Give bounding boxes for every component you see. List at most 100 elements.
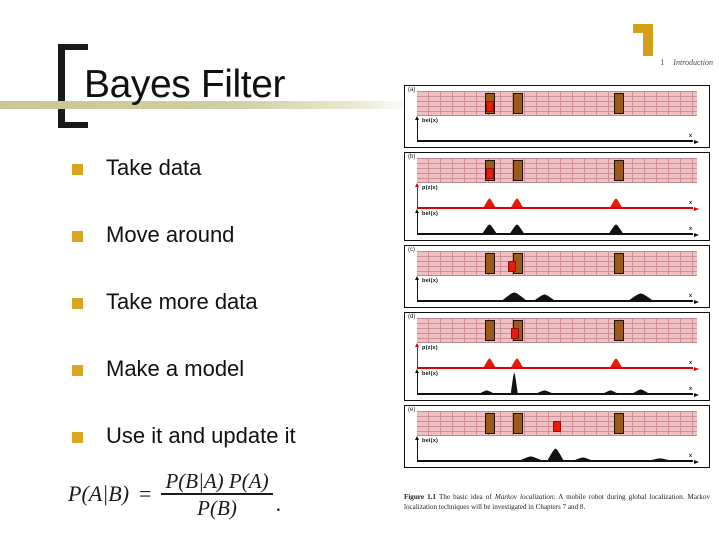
list-item-label: Make a model xyxy=(106,356,245,381)
x-axis-label: x xyxy=(688,386,692,392)
corridor-wall xyxy=(417,158,697,183)
list-item-label: Take more data xyxy=(106,289,258,314)
formula-denominator: P(B) xyxy=(197,495,237,520)
door xyxy=(613,320,624,341)
panel-label: (d) xyxy=(408,314,416,320)
y-axis-line xyxy=(417,439,419,462)
figure-panel: (c)bel(x)x xyxy=(404,245,710,308)
distribution-peak xyxy=(536,390,553,394)
distribution-peak xyxy=(502,292,527,301)
x-axis-line xyxy=(417,367,693,369)
list-item: Take data xyxy=(72,155,402,222)
distribution-peak xyxy=(650,458,670,461)
plot-curve xyxy=(418,186,693,208)
door xyxy=(484,320,495,341)
figure-panel: (d) p(z|x) x bel(x) x xyxy=(404,312,710,401)
plot-label: bel(x) xyxy=(422,118,439,124)
plot-label: p(z|x) xyxy=(422,345,438,351)
panel-label: (b) xyxy=(408,154,416,160)
book-chapter-number: 1 xyxy=(660,58,665,67)
x-axis-arrow-icon xyxy=(694,300,699,304)
corridor-wall xyxy=(417,251,697,276)
plot-axis: p(z|x) x xyxy=(415,343,699,371)
x-axis-arrow-icon xyxy=(694,140,699,144)
square-bullet-icon xyxy=(72,432,83,443)
distribution-peak xyxy=(511,198,523,208)
list-item: Take more data xyxy=(72,289,402,356)
plot-axis: bel(x) x xyxy=(415,369,699,397)
y-axis-arrow-icon xyxy=(415,209,419,213)
x-axis-arrow-icon xyxy=(694,460,699,464)
corridor-wall xyxy=(417,411,697,436)
x-axis-line xyxy=(417,207,693,209)
x-axis-label: x xyxy=(688,133,692,139)
plot-curve xyxy=(418,372,693,394)
distribution-peak xyxy=(511,358,523,368)
door xyxy=(613,253,624,274)
y-axis-line xyxy=(417,212,419,235)
page-title: Bayes Filter xyxy=(84,63,286,106)
plot-label: bel(x) xyxy=(422,438,439,444)
figure-caption-label: Figure 1.1 xyxy=(404,493,436,501)
door xyxy=(484,253,495,274)
y-axis-arrow-icon xyxy=(415,436,419,440)
list-item: Use it and update it xyxy=(72,423,402,490)
y-axis-line xyxy=(417,372,419,395)
distribution-peak xyxy=(610,198,622,208)
x-axis-line xyxy=(417,460,693,462)
distribution-peak xyxy=(482,224,497,234)
robot xyxy=(485,101,494,112)
door xyxy=(484,413,495,434)
title-divider-rule xyxy=(0,101,412,109)
distribution-peak xyxy=(609,224,623,234)
x-axis-arrow-icon xyxy=(694,207,699,211)
x-axis-label: x xyxy=(688,293,692,299)
square-bullet-icon xyxy=(72,164,83,175)
figure-caption-rest: : A mobile robot during global localizat… xyxy=(404,493,710,511)
y-axis-arrow-icon xyxy=(415,183,419,187)
formula-numerator: P(B|A) P(A) xyxy=(165,469,269,493)
robot xyxy=(511,328,519,339)
plot-axis: bel(x)x xyxy=(415,209,699,237)
square-bullet-icon xyxy=(72,231,83,242)
distribution-peak xyxy=(483,198,496,208)
plot-axis: bel(x)x xyxy=(415,276,699,304)
distribution-peak xyxy=(603,390,618,394)
x-axis-arrow-icon xyxy=(694,393,699,397)
corridor-wall xyxy=(417,318,697,343)
distribution-peak xyxy=(628,293,653,301)
distribution-peak xyxy=(479,390,494,394)
corridor-wall xyxy=(417,91,697,116)
x-axis-line xyxy=(417,393,693,395)
formula-fraction-bar xyxy=(161,493,273,495)
distribution-peak xyxy=(547,448,564,461)
formula-equals: = xyxy=(139,481,152,507)
formula-fraction: P(B|A) P(A) P(B) xyxy=(161,469,273,520)
x-axis-line xyxy=(417,233,693,235)
y-axis-arrow-icon xyxy=(415,369,419,373)
x-axis-label: x xyxy=(688,453,692,459)
door xyxy=(613,413,624,434)
door xyxy=(613,93,624,114)
door xyxy=(512,413,523,434)
formula-period: . xyxy=(275,490,282,516)
square-bullet-icon xyxy=(72,298,83,309)
distribution-peak xyxy=(519,456,542,461)
x-axis-line xyxy=(417,140,693,142)
plot-axis: bel(x) x xyxy=(415,436,699,464)
y-axis-line xyxy=(417,279,419,302)
x-axis-label: x xyxy=(688,360,692,366)
x-axis-arrow-icon xyxy=(694,233,699,237)
door xyxy=(613,160,624,181)
y-axis-arrow-icon xyxy=(415,343,419,347)
list-item-label: Take data xyxy=(106,155,202,180)
formula-lhs: P(A|B) xyxy=(68,481,130,507)
title-bracket-decoration xyxy=(58,44,88,128)
plot-label: bel(x) xyxy=(422,371,439,377)
y-axis-line xyxy=(417,346,419,369)
list-item: Move around xyxy=(72,222,402,289)
